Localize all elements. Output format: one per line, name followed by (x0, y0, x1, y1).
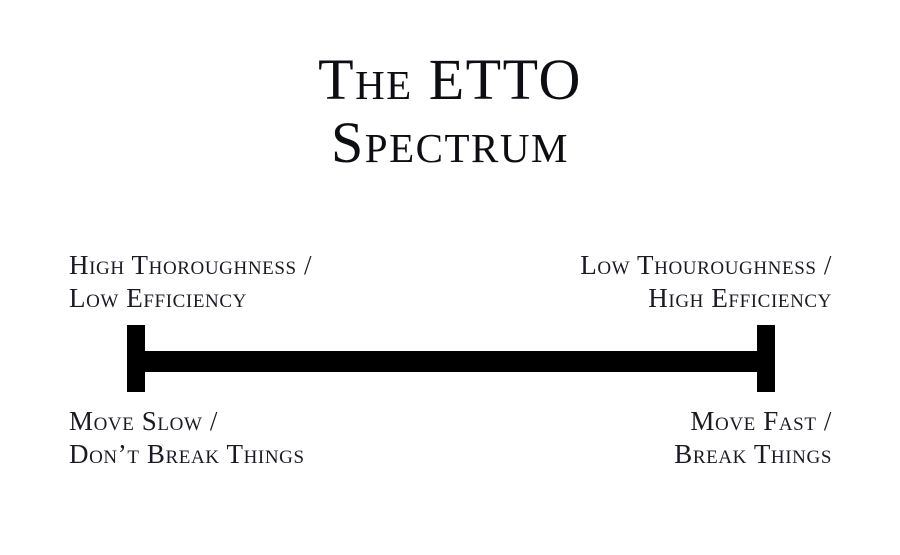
title-line-1: The ETTO (318, 47, 582, 112)
spectrum-right-endpoint-cap (757, 325, 775, 392)
label-bottom-right-line-2: Break Things (674, 439, 832, 469)
label-bottom-left-line-2: Don’t Break Things (69, 439, 305, 469)
label-bottom-right: Move Fast / Break Things (674, 405, 832, 471)
spectrum-bar (127, 325, 775, 392)
label-top-right-line-1: Low Thouroughness / (580, 250, 832, 280)
title-line-2: Spectrum (331, 110, 569, 175)
label-bottom-left: Move Slow / Don’t Break Things (69, 405, 305, 471)
label-bottom-right-line-1: Move Fast / (690, 406, 832, 436)
slide-title: The ETTO Spectrum (0, 48, 900, 174)
label-top-right-line-2: High Efficiency (648, 283, 832, 313)
label-bottom-left-line-1: Move Slow / (69, 406, 218, 436)
label-top-right: Low Thouroughness / High Efficiency (580, 249, 832, 315)
label-top-left-line-1: High Thoroughness / (69, 250, 313, 280)
label-top-left: High Thoroughness / Low Efficiency (69, 249, 312, 315)
label-top-left-line-2: Low Efficiency (69, 283, 247, 313)
spectrum-horizontal-line (127, 351, 775, 372)
